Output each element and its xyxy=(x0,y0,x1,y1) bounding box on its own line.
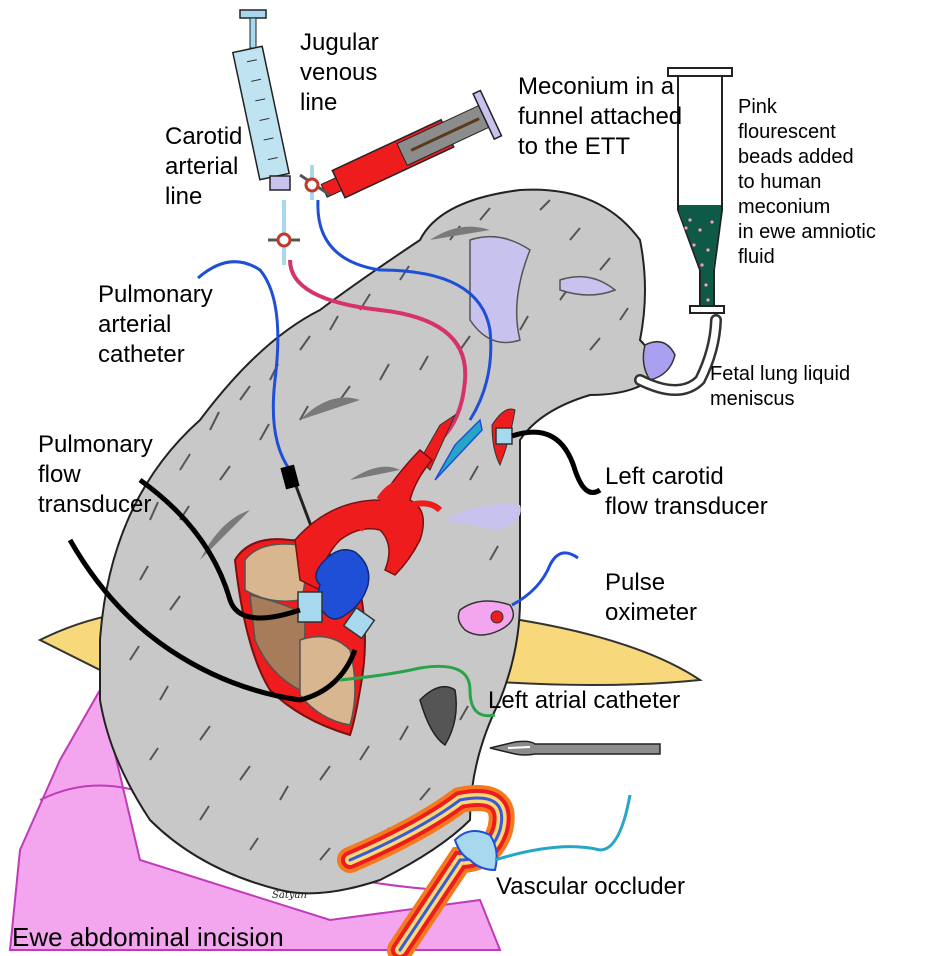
syringe-plunger-cap xyxy=(240,10,266,18)
pulse-oximeter-cable xyxy=(512,553,578,605)
label-pulmonary-flow-transducer: Pulmonary flow transducer xyxy=(38,430,153,520)
syringe-plunger-rod xyxy=(250,18,256,48)
label-vascular-occluder: Vascular occluder xyxy=(496,872,685,902)
left-carotid-flow-transducer-cable xyxy=(512,432,600,492)
left-carotid-flow-transducer-probe xyxy=(496,428,512,444)
label-pulse-oximeter: Pulse oximeter xyxy=(605,568,697,628)
label-ewe-abdominal-incision: Ewe abdominal incision xyxy=(12,922,284,952)
syringe-tip-lavender xyxy=(270,176,290,190)
pulse-oximeter-sensor xyxy=(491,611,503,623)
lamb-nose xyxy=(643,342,675,380)
label-jugular-venous-line: Jugular venous line xyxy=(300,28,379,118)
meconium-funnel xyxy=(678,75,722,310)
pulmonary-flow-transducer-probe xyxy=(298,592,322,622)
label-pulmonary-arterial-catheter: Pulmonary arterial catheter xyxy=(98,280,213,370)
needle-eye xyxy=(508,747,530,748)
label-meconium-funnel: Meconium in a funnel attached to the ETT xyxy=(518,72,682,162)
label-left-atrial-catheter: Left atrial catheter xyxy=(488,686,680,716)
label-left-carotid-flow-transducer: Left carotid flow transducer xyxy=(605,462,768,522)
vascular-occluder-line xyxy=(495,795,630,860)
label-fetal-lung-liquid-meniscus: Fetal lung liquid meniscus xyxy=(710,362,937,412)
funnel-collar xyxy=(690,306,724,313)
label-carotid-arterial-line: Carotid arterial line xyxy=(165,122,242,212)
artist-signature: Satyan xyxy=(272,890,307,901)
stopcock-carotid xyxy=(268,200,300,265)
label-pink-fluorescent-beads: Pink flourescent beads added to human me… xyxy=(738,95,876,270)
